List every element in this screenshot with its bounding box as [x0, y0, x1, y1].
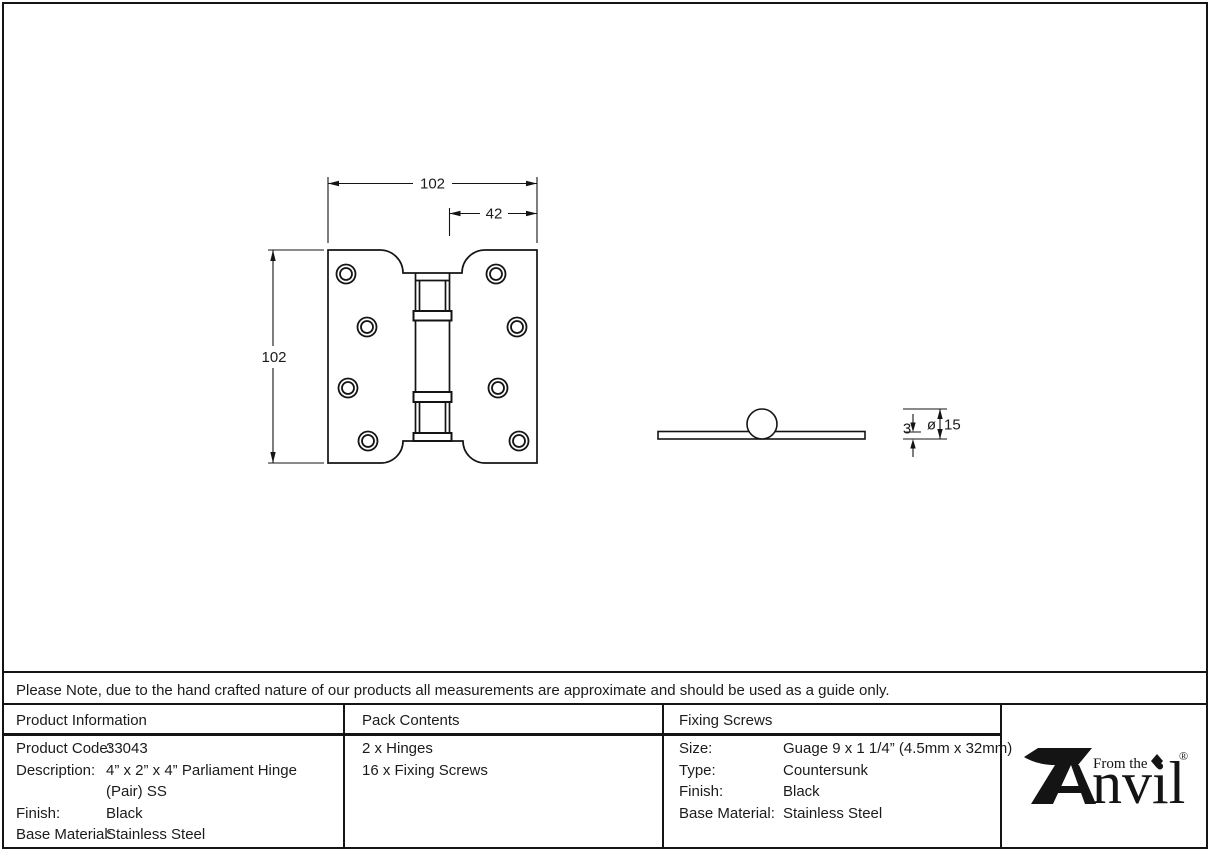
from-the-anvil-logo: From the nvil ® [1024, 748, 1188, 816]
row-label: Type: [679, 762, 716, 779]
row-value: 4” x 2” x 4” Parliament Hinge [106, 762, 297, 779]
table-header-underline [2, 733, 1000, 736]
table-divider-3 [1000, 703, 1002, 849]
dim-label-width: 102 [420, 176, 445, 193]
side-view-knuckle [746, 408, 778, 440]
dimension-right-offset: 42 [448, 206, 537, 236]
row-label: Product Code: [16, 740, 112, 757]
note-row-bottom-line [2, 703, 1208, 705]
product-information-header: Product Information [16, 712, 147, 729]
registered-trademark: ® [1179, 749, 1188, 763]
row-value: Countersunk [783, 762, 869, 779]
row-value: (Pair) SS [106, 783, 167, 800]
row-label: Finish: [679, 783, 724, 800]
row-label: Base Material: [679, 805, 775, 822]
dim-label-diameter: 15 [944, 417, 961, 434]
screw-holes [335, 263, 530, 452]
hinge-front-view [327, 249, 538, 464]
hinge-outline [327, 249, 538, 464]
hinge-barrel [412, 273, 453, 442]
row-label: Base Material: [16, 826, 112, 843]
dimension-knuckle-diameter: ø 15 [903, 408, 961, 440]
dim-label-height: 102 [261, 349, 286, 366]
dim-symbol-diameter: ø [927, 417, 936, 434]
dimension-top-width: 102 [327, 176, 538, 243]
table-divider-1 [343, 703, 345, 849]
logo-brand-text: nvil [1092, 750, 1185, 816]
row-label: Description: [16, 762, 96, 779]
technical-drawing: 102 42 102 [261, 176, 961, 464]
dimension-thickness: 3 [903, 414, 921, 457]
row-value: Stainless Steel [106, 826, 206, 843]
dim-label-thickness: 3 [903, 421, 911, 438]
row-label: Size: [679, 740, 713, 757]
logo-tagline: From the [1093, 756, 1148, 772]
note-row-top-line [2, 671, 1208, 673]
table-divider-2 [662, 703, 664, 849]
i-dot-diamond-icon [1151, 754, 1163, 768]
pack-contents-item: 2 x Hinges [362, 740, 433, 757]
row-value: 33043 [106, 740, 148, 757]
pack-contents-item: 16 x Fixing Screws [362, 762, 488, 779]
measurement-note: Please Note, due to the hand crafted nat… [16, 682, 890, 699]
pack-contents-header: Pack Contents [362, 712, 460, 729]
row-value: Stainless Steel [783, 805, 883, 822]
dimension-height: 102 [261, 249, 324, 464]
row-value: Black [783, 783, 820, 800]
row-value: Guage 9 x 1 1/4” (4.5mm x 32mm) [783, 740, 1013, 757]
fixing-screws-header: Fixing Screws [679, 712, 773, 729]
hinge-side-view [657, 408, 866, 440]
dim-label-offset: 42 [486, 206, 503, 223]
anvil-a-icon [1024, 748, 1096, 804]
row-label: Finish: [16, 805, 61, 822]
row-value: Black [106, 805, 143, 822]
